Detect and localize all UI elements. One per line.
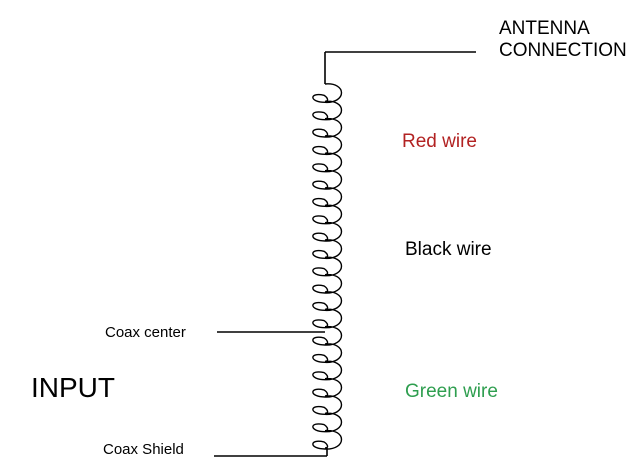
- coax-shield-label: Coax Shield: [103, 441, 184, 458]
- antenna-connection-label: ANTENNA CONNECTION: [499, 18, 627, 62]
- coax-center-label: Coax center: [105, 324, 186, 341]
- green-wire-label: Green wire: [405, 381, 498, 402]
- wire-lines: [214, 51, 476, 457]
- input-label: INPUT: [31, 372, 115, 403]
- antenna-label-line2: CONNECTION: [499, 39, 627, 61]
- red-wire-label: Red wire: [402, 131, 477, 152]
- loading-coil: [312, 83, 342, 450]
- coil-winding: [312, 83, 342, 450]
- antenna-label-line1: ANTENNA: [499, 18, 590, 39]
- black-wire-label: Black wire: [405, 239, 492, 260]
